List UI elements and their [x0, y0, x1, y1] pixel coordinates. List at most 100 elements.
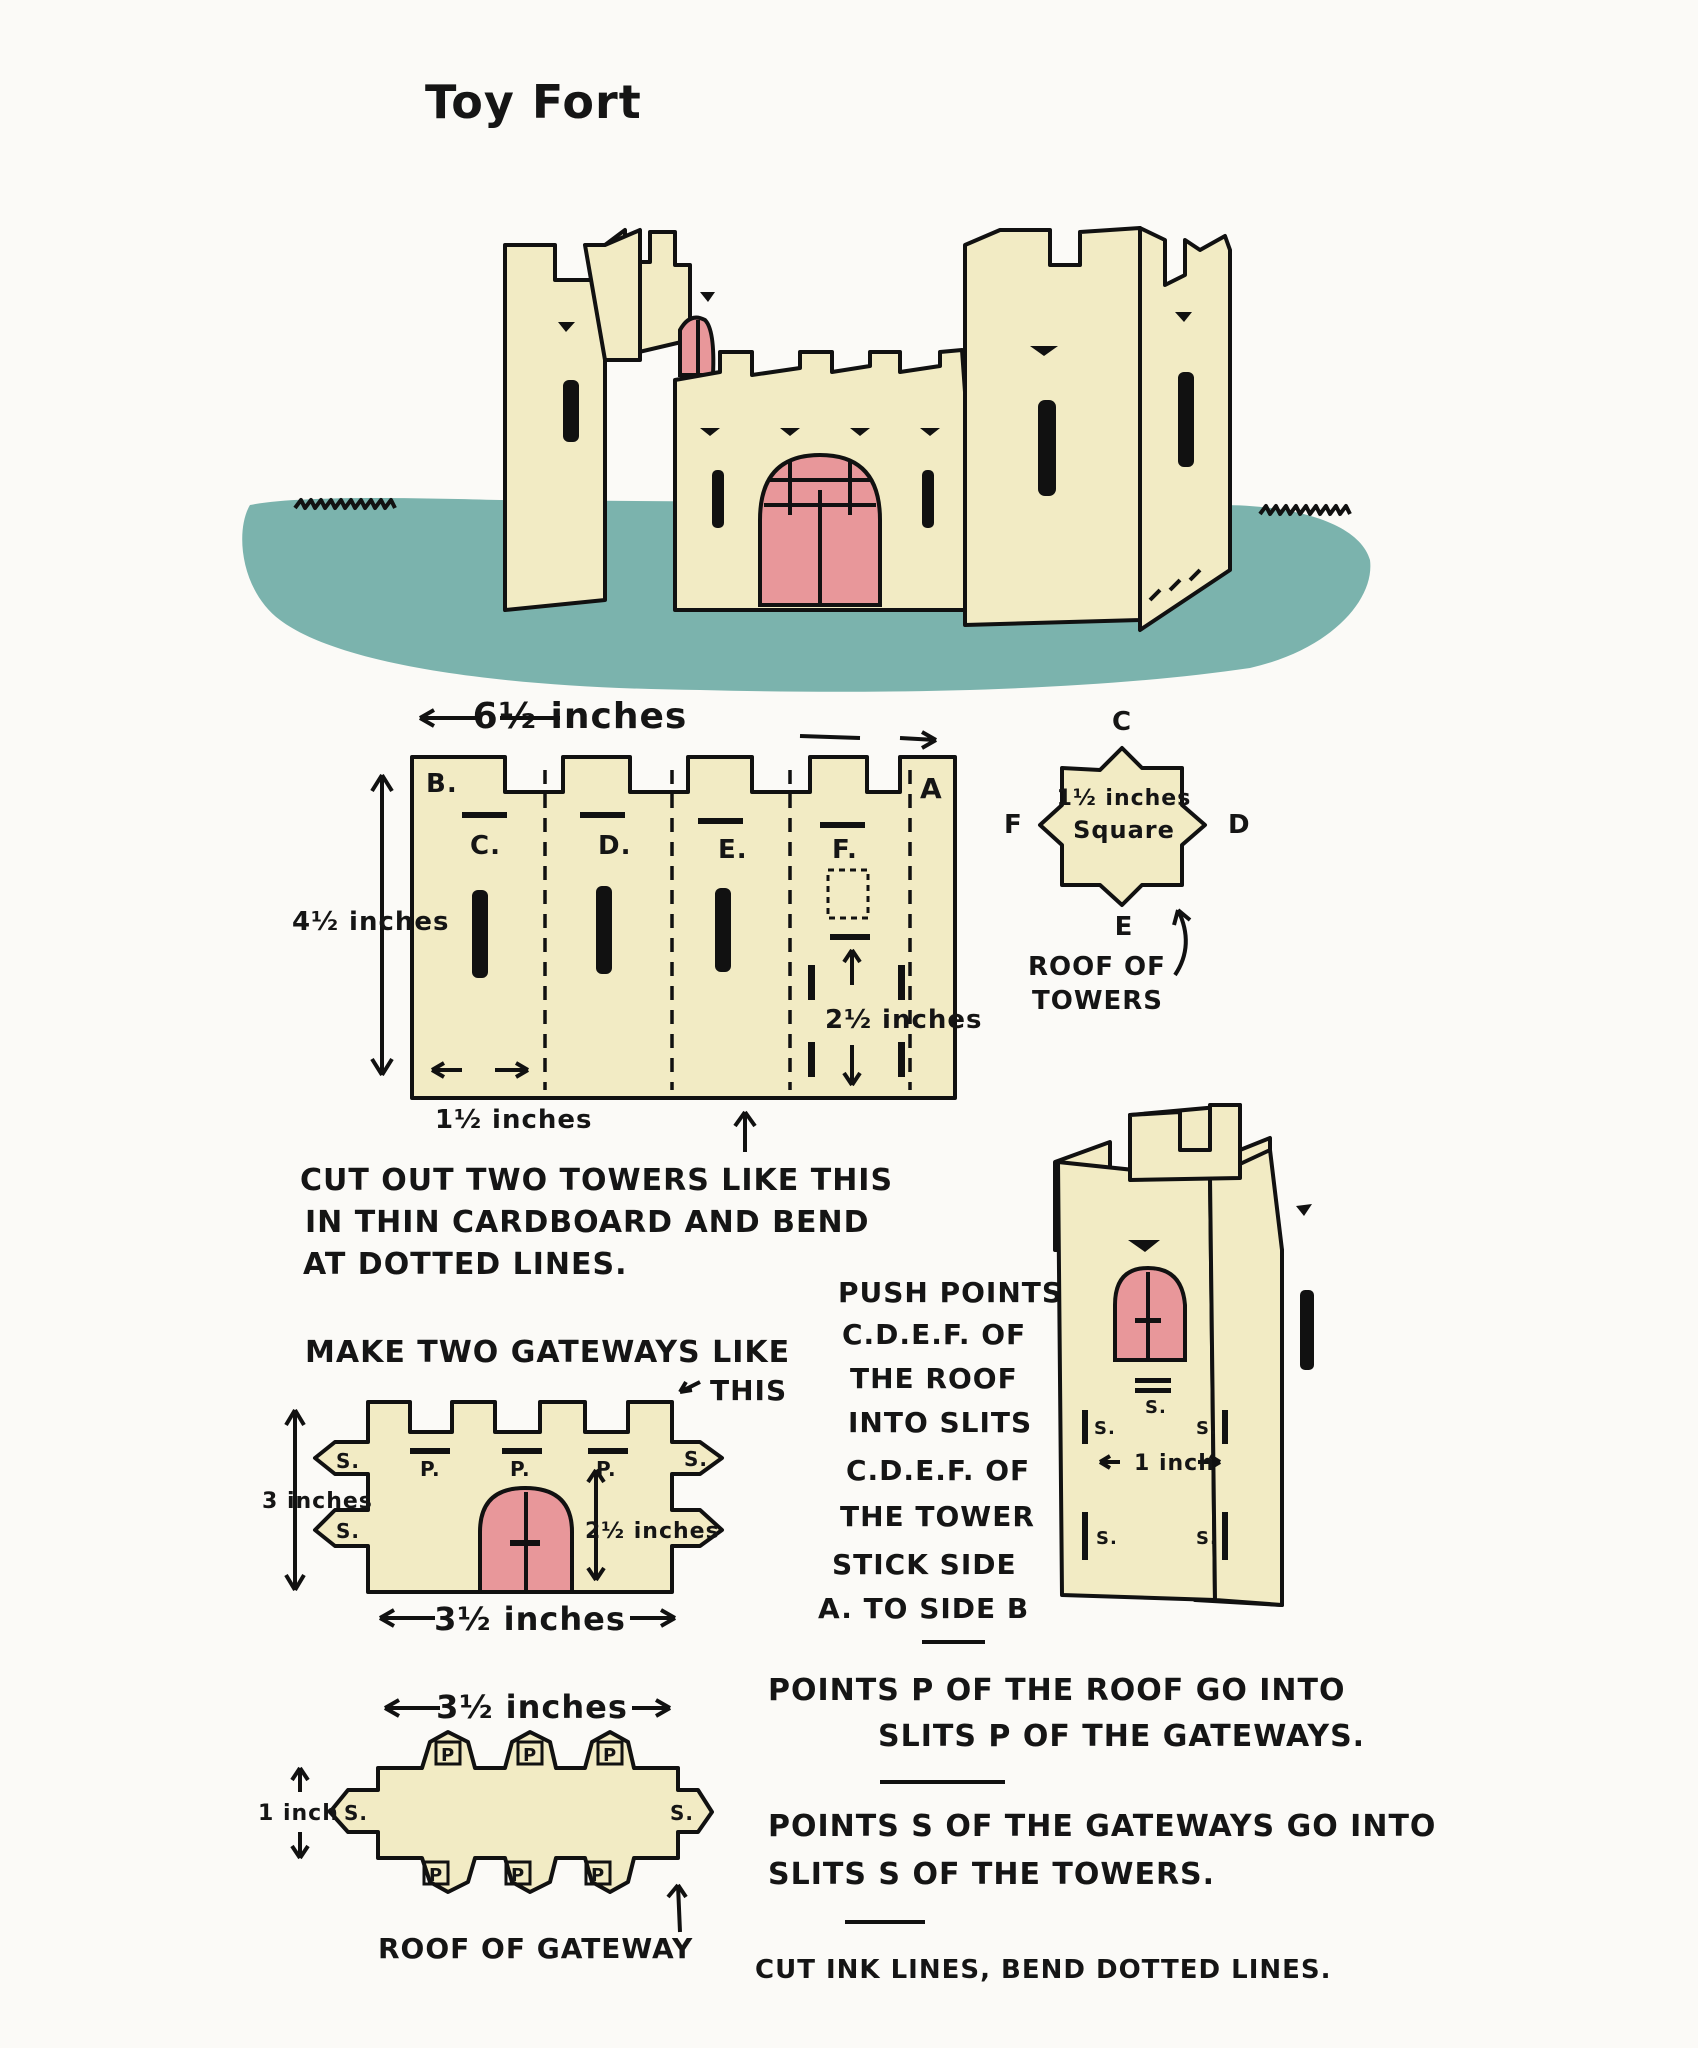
plan-s-slit-top-right	[898, 965, 905, 1000]
gateway-plan-door-slit	[510, 1540, 540, 1546]
side-b-label: B.	[426, 769, 458, 799]
tower-plan-card	[410, 755, 957, 1100]
note-points-s-line2: SLITS S OF THE TOWERS.	[768, 1857, 1215, 1892]
assembled-tower: S. S. S. 1 inch S. S.	[1053, 1103, 1314, 1607]
gateway-plan-door-outline	[478, 1486, 574, 1592]
gateway-window-left	[712, 470, 724, 528]
gateway-intro-arrow	[678, 1380, 701, 1394]
plan-s-slit-bottom-right	[898, 1042, 905, 1077]
roof-size-line1: 1½ inches	[1057, 786, 1192, 811]
assembled-tower-door-slit	[1135, 1318, 1161, 1323]
gateway-roof-pointer	[666, 1883, 688, 1933]
gateway-roof-p-bottom-3: P	[591, 1865, 605, 1886]
gateway-roof-p-box-5	[504, 1860, 532, 1886]
assembly-steps: PUSH POINTS C.D.E.F. OF THE ROOF INTO SL…	[818, 1276, 1063, 1644]
panel-label-f: F.	[832, 835, 858, 865]
gateway-roof-p-box-4	[422, 1860, 450, 1886]
slit-height-arrows	[842, 948, 862, 1087]
fort-illustration	[242, 226, 1371, 692]
roof-pointer-arrow	[1172, 908, 1192, 977]
plan-s-slit-bottom-left	[808, 1042, 815, 1077]
assembled-tower-side-loophole	[1296, 1204, 1312, 1216]
slit-f	[820, 822, 865, 828]
tower-base-arrow	[430, 1061, 530, 1079]
plan-door-slit	[830, 934, 870, 940]
tower-width-arrow-left	[419, 708, 560, 728]
roof-of-towers: C D E F 1½ inches Square ROOF OF TOWERS	[1004, 707, 1250, 1016]
gateway-height-label: 3 inches	[262, 1489, 373, 1514]
gateway-roof-s-right: S.	[670, 1801, 694, 1825]
assembled-tower-loophole	[1128, 1240, 1160, 1252]
gateway-roof-p-box-1	[434, 1740, 462, 1766]
assembled-tower-s-slit-tr	[1222, 1410, 1228, 1444]
right-tower-window	[1038, 400, 1056, 496]
roof-point-c: C	[1112, 707, 1132, 737]
note-points-s-line1: POINTS S OF THE GATEWAYS GO INTO	[768, 1809, 1436, 1844]
gateway-window-right	[922, 470, 934, 528]
gateway-width-label: 3½ inches	[434, 1600, 626, 1638]
tower-instruction-line3: AT DOTTED LINES.	[303, 1247, 628, 1282]
gateway-roof-width-arrow	[384, 1698, 671, 1718]
gateway-slit-p-middle	[502, 1448, 542, 1454]
right-tower-loophole	[1030, 346, 1058, 356]
roof-size-line2: Square	[1073, 816, 1175, 844]
note-points-p-line2: SLITS P OF THE GATEWAYS.	[878, 1719, 1365, 1754]
gateway-s-tab-top-left: S.	[336, 1449, 360, 1473]
roof-label-line2: TOWERS	[1032, 986, 1163, 1016]
slit-c	[462, 812, 507, 818]
gateway-s-tab-bottom-left: S.	[336, 1519, 360, 1543]
assembled-tower-s-label-tl: S.	[1094, 1418, 1116, 1439]
assembly-step-8: A. TO SIDE B	[818, 1592, 1029, 1625]
gateway-roof-p-top-3: P	[603, 1745, 617, 1766]
assembled-tower-s-label-br: S.	[1196, 1528, 1218, 1549]
panel-label-e: E.	[718, 835, 748, 865]
gateway-roof-height-arrow	[290, 1766, 310, 1860]
assembly-step-2: C.D.E.F. OF	[842, 1318, 1026, 1351]
tower-roof-card	[1038, 746, 1207, 907]
gateway-height-arrow	[284, 1408, 306, 1592]
gateway-roof-p-bottom-1: P	[429, 1865, 443, 1886]
left-tower-loophole	[558, 322, 575, 332]
slit-d	[580, 812, 625, 818]
gateway-slit-p-right	[588, 1448, 628, 1454]
gateway-width-arrow	[379, 1608, 676, 1628]
gateway-roof-s-left: S.	[344, 1801, 368, 1825]
left-tower-front	[503, 243, 607, 612]
gateway-p-label-middle: P.	[510, 1457, 531, 1481]
assembled-tower-slit-2	[1135, 1388, 1171, 1393]
panel-label-c: C.	[470, 831, 501, 861]
assembly-step-4: INTO SLITS	[848, 1406, 1032, 1439]
side-a-label: A	[920, 772, 943, 805]
assembled-tower-gap-label: 1 inch	[1134, 1451, 1215, 1476]
roof-label-line1: ROOF OF	[1028, 952, 1166, 982]
note-final: CUT INK LINES, BEND DOTTED LINES.	[755, 1955, 1332, 1985]
plan-window-e	[715, 888, 731, 972]
tower-width-arrow-right	[799, 730, 937, 750]
gateway-roof-height-label: 1 inch	[258, 1801, 339, 1826]
tower-instruction-line2: IN THIN CARDBOARD AND BEND	[305, 1205, 870, 1240]
assembly-step-6: THE TOWER	[840, 1500, 1035, 1533]
tower-base-label: 1½ inches	[435, 1105, 593, 1135]
slit-height-label: 2½ inches	[825, 1005, 983, 1035]
grass-tufts-right	[1258, 504, 1352, 516]
gateway-intro: MAKE TWO GATEWAYS LIKE	[305, 1335, 790, 1370]
left-tower-inner	[583, 228, 642, 362]
assembled-tower-s-slit-tl	[1082, 1410, 1088, 1444]
tower-height-label: 4½ inches	[292, 907, 450, 937]
gateway-plan: MAKE TWO GATEWAYS LIKE THIS P. P. P. S. …	[262, 1335, 790, 1638]
assembly-notes: POINTS P OF THE ROOF GO INTO SLITS P OF …	[755, 1673, 1436, 1985]
assembled-tower-back-battlements	[1128, 1103, 1242, 1182]
note-points-p-line1: POINTS P OF THE ROOF GO INTO	[768, 1673, 1346, 1708]
roof-point-e: E	[1115, 912, 1134, 942]
gateway-door-height-label: 2½ inches	[585, 1519, 720, 1544]
gateway-roof-p-bottom-2: P	[511, 1865, 525, 1886]
left-tower-window	[563, 380, 579, 442]
gateway-roof-p-top-1: P	[441, 1745, 455, 1766]
tower-instructions: CUT OUT TWO TOWERS LIKE THIS IN THIN CAR…	[300, 1163, 892, 1282]
assembly-step-1: PUSH POINTS	[838, 1276, 1063, 1309]
assembly-step-3: THE ROOF	[850, 1362, 1018, 1395]
assembly-step-5: C.D.E.F. OF	[846, 1454, 1030, 1487]
panel-label-d: D.	[598, 831, 631, 861]
